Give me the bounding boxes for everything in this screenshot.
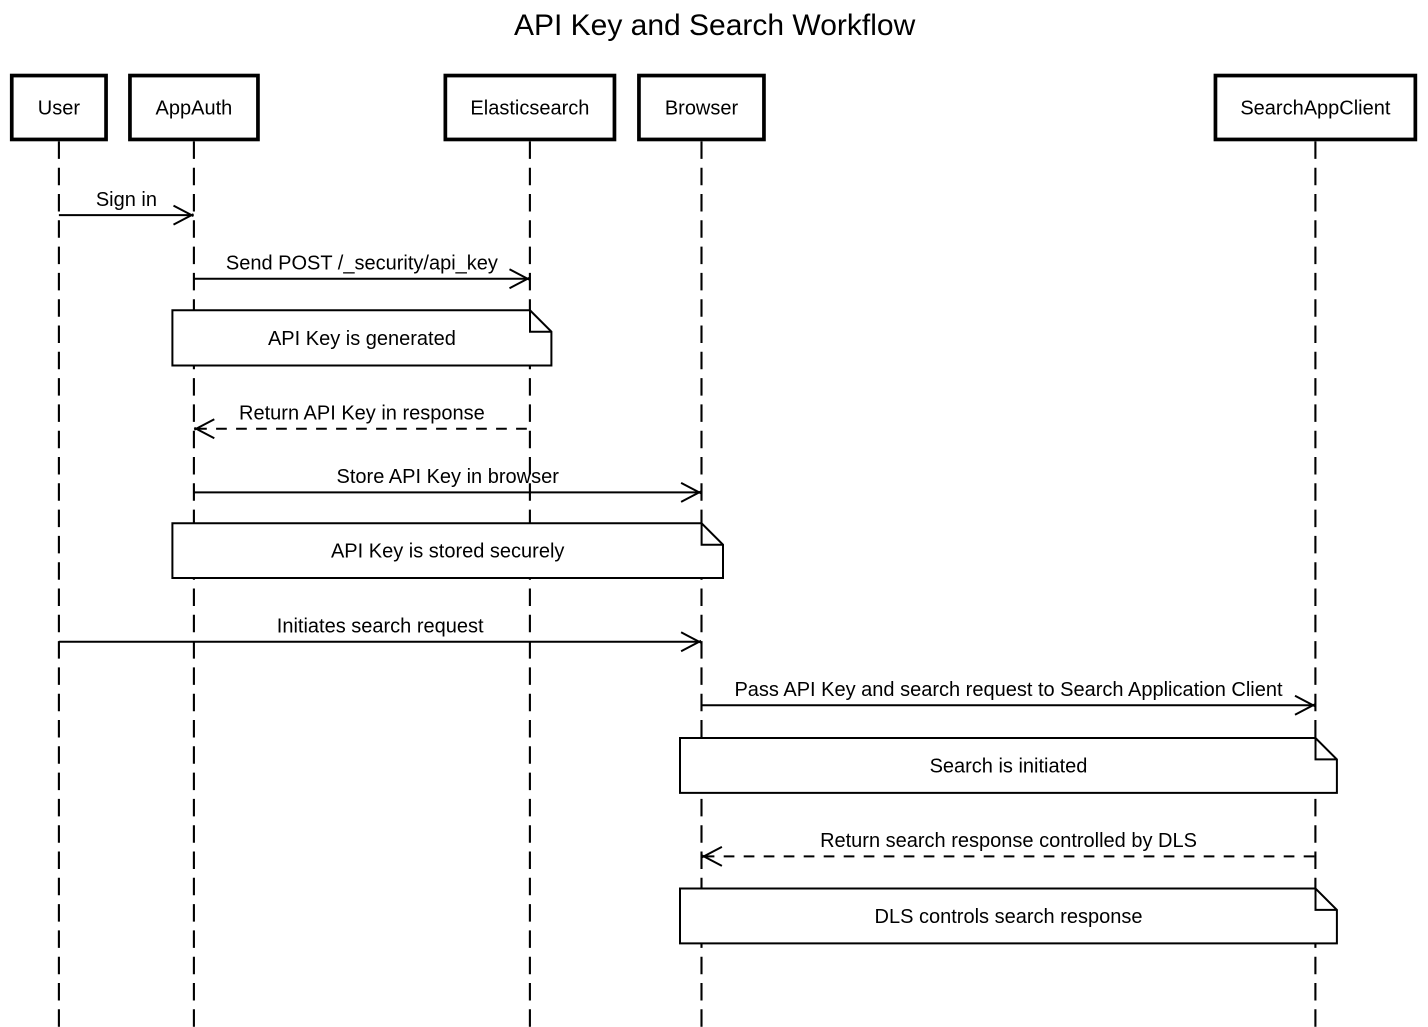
svg-text:Elasticsearch: Elasticsearch	[470, 98, 589, 120]
svg-text:Return API Key in response: Return API Key in response	[239, 403, 485, 425]
svg-text:Return search response control: Return search response controlled by DLS	[820, 830, 1197, 852]
svg-text:DLS controls search response: DLS controls search response	[875, 906, 1143, 928]
svg-text:API Key and Search Workflow: API Key and Search Workflow	[514, 9, 916, 42]
svg-text:API Key is stored securely: API Key is stored securely	[331, 541, 564, 563]
svg-text:Browser: Browser	[665, 98, 739, 120]
svg-text:Pass API Key and search reques: Pass API Key and search request to Searc…	[734, 679, 1283, 701]
svg-text:Sign in: Sign in	[96, 189, 157, 211]
svg-text:API Key is generated: API Key is generated	[268, 328, 456, 350]
svg-text:Search is initiated: Search is initiated	[930, 756, 1088, 778]
svg-text:User: User	[38, 98, 81, 120]
svg-text:Send POST /_security/api_key: Send POST /_security/api_key	[226, 253, 498, 275]
svg-text:SearchAppClient: SearchAppClient	[1240, 98, 1391, 120]
svg-text:Initiates search request: Initiates search request	[277, 616, 484, 638]
svg-text:AppAuth: AppAuth	[156, 98, 233, 120]
svg-text:Store API Key in browser: Store API Key in browser	[337, 466, 560, 488]
